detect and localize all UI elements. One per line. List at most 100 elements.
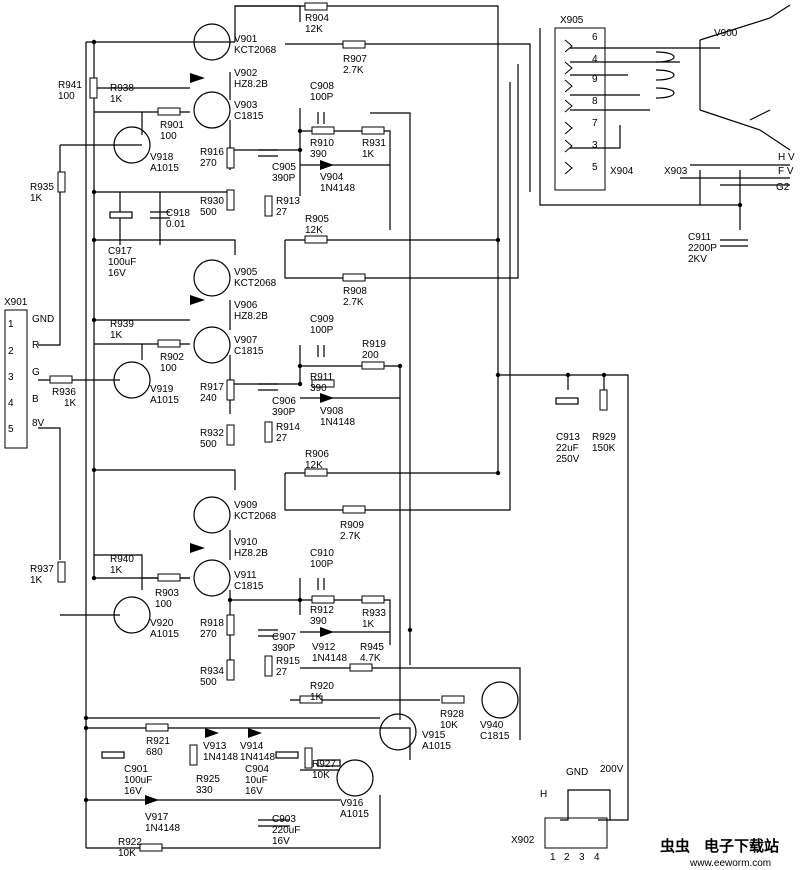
r909-val: 2.7K: [340, 531, 361, 542]
r935-val: 1K: [30, 193, 43, 204]
v909-val: KCT2068: [234, 511, 277, 522]
x902-gnd-label: GND: [566, 767, 588, 778]
r907-ref: R907: [343, 54, 367, 65]
r932-ref: R932: [200, 428, 224, 439]
r925-ref: R925: [196, 774, 220, 785]
r936-ref: R936: [52, 387, 76, 398]
v901-ref: V901: [234, 34, 258, 45]
x905-pin-6: 6: [592, 32, 598, 43]
r906-ref: R906: [305, 449, 329, 460]
r918-val: 270: [200, 629, 217, 640]
c907-val: 390P: [272, 643, 296, 654]
c901-val: 100uF: [124, 775, 152, 786]
r945-ref: R945: [360, 642, 384, 653]
v913-ref: V913: [203, 741, 227, 752]
r913-ref: R913: [276, 196, 300, 207]
c911-volt: 2KV: [688, 254, 707, 265]
r939-val: 1K: [110, 330, 123, 341]
resistors: [49, 2, 608, 852]
watermark-logo: 虫虫 电子下载站 www.eeworm.com: [660, 837, 779, 869]
x902-pin-2: 2: [564, 852, 570, 863]
r938-val: 1K: [110, 94, 123, 105]
c906-ref: C906: [272, 396, 296, 407]
v919-ref: V919: [150, 384, 174, 395]
r935-ref: R935: [30, 182, 54, 193]
x901-pin-3: 3: [8, 372, 14, 383]
x901-signal-g: G: [32, 367, 40, 378]
crt-signal-hv: H V: [778, 152, 795, 163]
r925-val: 330: [196, 785, 213, 796]
r901-val: 100: [160, 131, 177, 142]
c913-ref: C913: [556, 432, 580, 443]
r938-ref: R938: [110, 83, 134, 94]
r927-val: 10K: [312, 770, 330, 781]
capacitors: [101, 112, 748, 827]
c913-val: 22uF: [556, 443, 579, 454]
v920-ref: V920: [150, 618, 174, 629]
v907-val: C1815: [234, 346, 264, 357]
x901-socket: [4, 309, 28, 449]
x905-labels: 6 4 9 8 7 3 5 H V F V G2: [592, 32, 795, 193]
r936-val: 1K: [64, 398, 77, 409]
r914-ref: R914: [276, 422, 300, 433]
r915-val: 27: [276, 667, 288, 678]
v917-ref: V917: [145, 812, 169, 823]
v902-ref: V902: [234, 68, 258, 79]
logo-mark: 虫虫: [660, 837, 690, 855]
v911-val: C1815: [234, 581, 264, 592]
r914-val: 27: [276, 433, 288, 444]
r910-ref: R910: [310, 138, 334, 149]
r913-val: 27: [276, 207, 288, 218]
r937-ref: R937: [30, 564, 54, 575]
r904-ref: R904: [305, 13, 329, 24]
x901-pin-4: 4: [8, 398, 14, 409]
transistors: [113, 23, 519, 797]
crt-signal-g2: G2: [776, 182, 790, 193]
r907-val: 2.7K: [343, 65, 364, 76]
r920-ref: R920: [310, 681, 334, 692]
x901-labels: X901 1 2 3 4 5 GND R G B 8V: [4, 297, 54, 435]
x901-signal-r: R: [32, 340, 39, 351]
r928-val: 10K: [440, 720, 458, 731]
v904-val: 1N4148: [320, 183, 355, 194]
v910-val: HZ8.2B: [234, 548, 268, 559]
x904-ref: X904: [610, 166, 634, 177]
v918-ref: V918: [150, 152, 174, 163]
v919-val: A1015: [150, 395, 179, 406]
r932-val: 500: [200, 439, 217, 450]
x905-pin-3: 3: [592, 140, 598, 151]
r904-val: 12K: [305, 24, 323, 35]
r934-val: 500: [200, 677, 217, 688]
